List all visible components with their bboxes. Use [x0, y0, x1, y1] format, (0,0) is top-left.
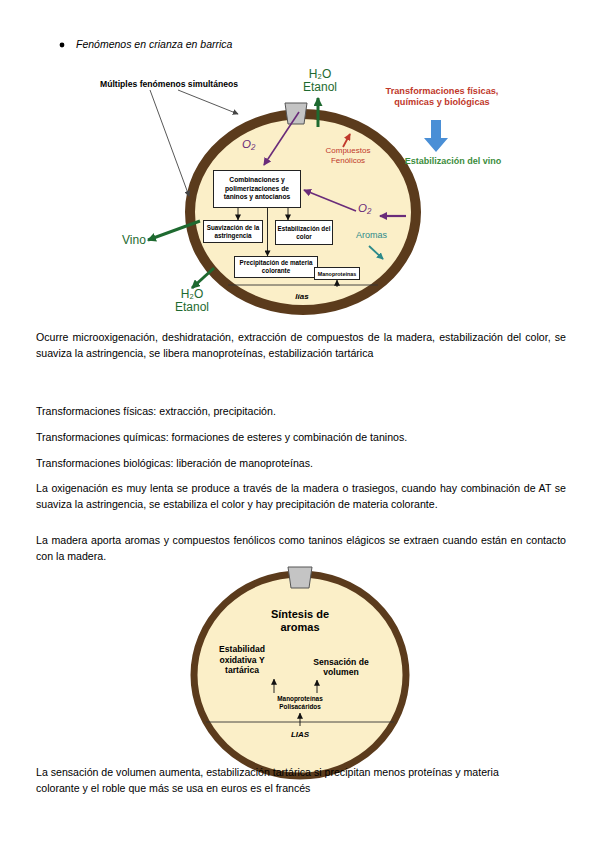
flow-label: Vino	[122, 233, 146, 247]
note-label: Estabilización del vino	[388, 156, 518, 166]
callout-heading: Múltiples fenómenos simultáneos	[100, 79, 250, 89]
barrel-outline	[185, 109, 421, 315]
process-box: Suavización de la astringencia	[203, 220, 263, 243]
process-box: Combinaciones y polimerizaciones de tani…	[213, 170, 301, 208]
node-text: Manoproteínas Polisacáridos	[272, 695, 328, 711]
barrel-outline	[190, 570, 410, 780]
box-text: Suavización de la astringencia	[205, 224, 261, 240]
lees-band: lías	[232, 287, 372, 305]
box-text: Combinaciones y polimerizaciones de tani…	[215, 176, 299, 201]
effect-text: Estabilidad oxidativa Y tartárica	[206, 641, 278, 679]
leader-line	[178, 90, 238, 114]
body-paragraph: Transformaciones químicas: formaciones d…	[36, 430, 566, 446]
flow-label: H₂O Etanol	[170, 288, 214, 314]
body-paragraph: Transformaciones biológicas: liberación …	[36, 456, 566, 472]
input-label: Compuestos Fenólicos	[318, 146, 378, 165]
process-box: Precipitación de materia colorante	[234, 256, 318, 278]
band-text: LIAS	[291, 730, 309, 739]
process-box: Estabilización del color	[275, 220, 333, 245]
source-text: Manoproteínas Polisacáridos	[270, 693, 330, 713]
aroma-label: Aromas	[356, 230, 387, 240]
box-text: Estabilización del color	[277, 225, 331, 241]
small-box: Manoproteínas	[314, 267, 360, 280]
barrel-body	[194, 574, 406, 776]
body-paragraph: La madera aporta aromas y compuestos fen…	[36, 533, 566, 564]
effect-text: Sensación de volumen	[304, 654, 378, 680]
lees-line	[206, 722, 394, 723]
box-text: Manoproteínas	[318, 271, 356, 277]
flow-label: H₂O Etanol	[298, 68, 342, 94]
diagram-heading: Síntesis de aromas	[255, 608, 345, 634]
oxygen-label: O₂	[358, 202, 371, 214]
barrel-ring: Síntesis de aromasEstabilidad oxidativa …	[190, 570, 410, 780]
node-text: Estabilidad oxidativa Y tartárica	[210, 644, 274, 676]
bullet-dot	[60, 43, 65, 48]
body-paragraph: La oxigenación es muy lenta se produce a…	[36, 481, 566, 512]
band-text: lías	[295, 292, 308, 301]
page-heading: Fenómenos en crianza en barrica	[76, 38, 232, 50]
barrel-ring: Múltiples fenómenos simultáneosCombinaci…	[185, 109, 421, 315]
barrel-body	[190, 114, 416, 310]
note-label: Transformaciones físicas, químicas y bio…	[372, 86, 512, 108]
body-paragraph: Transformaciones físicas: extracción, pr…	[36, 404, 566, 420]
leader-line	[150, 90, 189, 196]
body-paragraph: Ocurre microoxigenación, deshidratación,…	[36, 330, 566, 361]
block-arrow	[424, 120, 448, 152]
lees-band: LIAS	[270, 726, 330, 742]
node-text: Sensación de volumen	[306, 657, 376, 678]
body-paragraph: La sensación de volumen aumenta, estabil…	[36, 765, 536, 796]
lees-line	[228, 285, 378, 286]
oxygen-label: O₂	[242, 138, 255, 150]
box-text: Precipitación de materia colorante	[236, 259, 316, 275]
